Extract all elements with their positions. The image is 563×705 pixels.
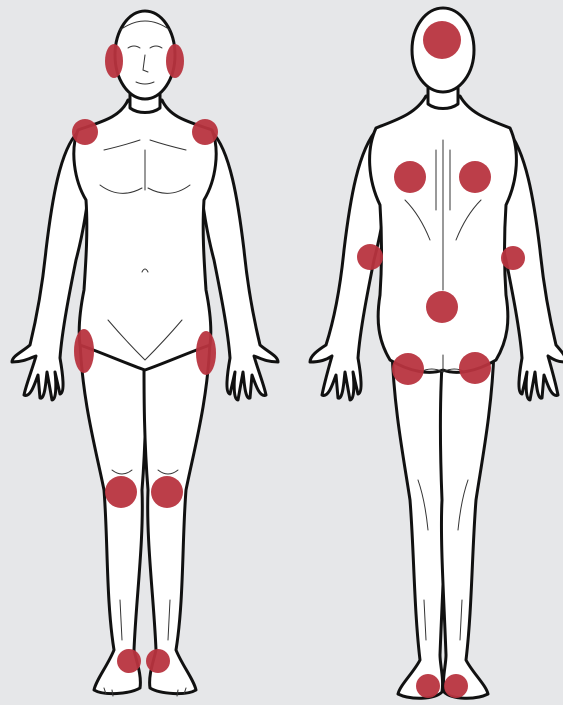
marker-back-head (423, 21, 461, 59)
marker-back-left-upper-back (394, 161, 426, 193)
marker-front-left-ankle (117, 649, 141, 673)
marker-back-left-buttock (392, 353, 424, 385)
marker-back-right-elbow (501, 246, 525, 270)
marker-back-lower-back (426, 291, 458, 323)
front-torso (74, 100, 216, 370)
marker-front-right-hip (196, 331, 216, 375)
marker-back-right-upper-back (459, 161, 491, 193)
marker-front-left-knee (105, 476, 137, 508)
marker-back-left-heel (416, 674, 440, 698)
marker-front-left-hip (74, 329, 94, 373)
marker-front-right-ankle (146, 649, 170, 673)
marker-front-left-ear (105, 44, 123, 78)
marker-front-left-shoulder (72, 119, 98, 145)
marker-front-right-shoulder (192, 119, 218, 145)
marker-front-right-ear (166, 44, 184, 78)
marker-back-left-elbow (357, 244, 383, 270)
marker-back-right-heel (444, 674, 468, 698)
marker-front-right-knee (151, 476, 183, 508)
marker-back-right-buttock (459, 352, 491, 384)
